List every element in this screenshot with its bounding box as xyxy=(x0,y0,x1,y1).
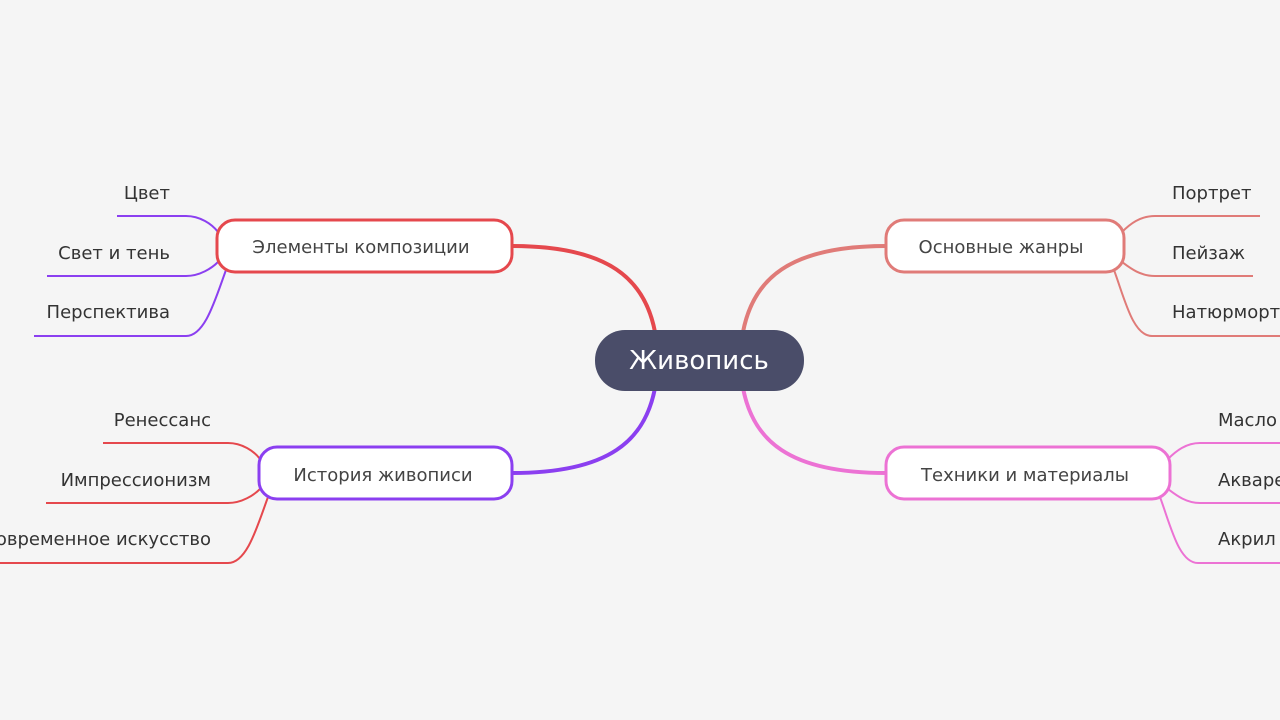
leaf-watercolor[interactable]: Акварель xyxy=(1218,470,1280,491)
center-node[interactable] xyxy=(595,330,804,391)
leaf-oil[interactable]: Масло xyxy=(1218,410,1277,431)
leaf-perspective[interactable]: Перспектива xyxy=(47,302,170,323)
center-node-label: Живопись xyxy=(629,346,769,376)
connector-genres xyxy=(741,244,887,333)
leaf-line xyxy=(46,488,261,504)
leaf-line xyxy=(1167,488,1280,504)
leaf-line xyxy=(103,442,261,460)
leaf-line xyxy=(1167,442,1280,460)
leaf-portrait[interactable]: Портрет xyxy=(1172,183,1251,204)
leaf-still-life[interactable]: Натюрморт xyxy=(1172,302,1280,323)
leaf-acrylic[interactable]: Акрил xyxy=(1218,529,1276,550)
leaf-line xyxy=(1113,269,1280,337)
connector-composition xyxy=(511,244,657,333)
branch-label: История живописи xyxy=(293,465,472,486)
leaf-color[interactable]: Цвет xyxy=(124,183,170,204)
branch-label: Техники и материалы xyxy=(920,465,1129,486)
leaf-contemporary-art[interactable]: Современное искусство xyxy=(0,529,211,550)
leaf-line xyxy=(34,269,227,337)
connector-history xyxy=(511,387,657,475)
leaf-line xyxy=(1121,261,1253,277)
branch-node-composition[interactable] xyxy=(215,218,514,274)
leaf-line xyxy=(117,215,219,233)
leaf-landscape[interactable]: Пейзаж xyxy=(1172,243,1245,264)
leaf-light-shadow[interactable]: Свет и тень xyxy=(58,243,170,264)
connector-techniques xyxy=(741,387,887,475)
branch-node-techniques[interactable] xyxy=(884,445,1172,501)
branch-label: Элементы композиции xyxy=(252,237,469,258)
leaf-renaissance[interactable]: Ренессанс xyxy=(114,410,211,431)
leaf-impressionism[interactable]: Импрессионизм xyxy=(61,470,211,491)
branch-node-genres[interactable] xyxy=(884,218,1126,274)
branch-node-history[interactable] xyxy=(257,445,514,501)
leaf-line xyxy=(1159,496,1280,564)
leaf-line xyxy=(0,496,269,564)
branch-label: Основные жанры xyxy=(919,237,1084,258)
leaf-line xyxy=(1121,215,1260,233)
leaf-line xyxy=(47,261,219,277)
